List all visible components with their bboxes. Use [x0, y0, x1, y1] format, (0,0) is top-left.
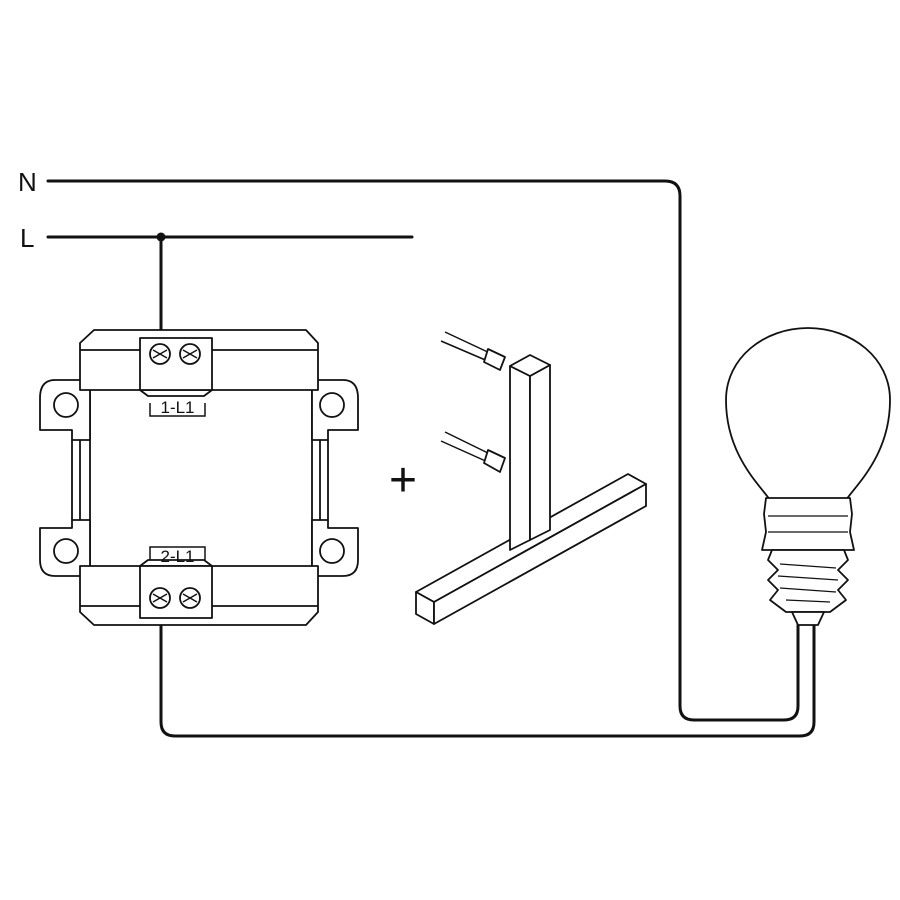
bulb-neck	[761, 497, 855, 551]
pin-top-sleeve	[483, 348, 506, 371]
junction-dot	[156, 232, 166, 242]
bulb-screw-base	[767, 549, 849, 613]
neutral-label: N	[18, 167, 37, 197]
terminal-label-1-l1: 1-L1	[160, 398, 194, 417]
right-mount-hole-bottom	[319, 538, 345, 564]
t-stem-front	[509, 365, 531, 551]
t-stem-top	[509, 354, 551, 377]
live-label: L	[20, 223, 34, 253]
terminal-label-2-l1: 2-L1	[160, 547, 194, 566]
switch-module	[39, 329, 359, 626]
pin-bottom	[444, 431, 493, 456]
switch-body	[89, 387, 313, 569]
bottom-screw-housing	[139, 565, 213, 619]
right-rail	[319, 440, 329, 520]
t-bar-side-face	[433, 483, 647, 625]
bulb-glass	[725, 327, 891, 501]
left-mount-hole-bottom	[53, 538, 79, 564]
right-mount-hole-top	[319, 392, 345, 418]
neutral-wire	[46, 179, 800, 722]
wires	[46, 179, 816, 738]
t-piece-accessory	[415, 331, 647, 625]
left-mount-hole-top	[53, 392, 79, 418]
bulb-contact	[791, 611, 825, 626]
switched-live-wire	[159, 595, 816, 738]
left-rail	[71, 440, 81, 520]
t-stem-side	[529, 364, 551, 541]
plus-sign: +	[389, 454, 417, 507]
pin-top	[444, 331, 493, 355]
pin-bottom-sleeve	[483, 449, 506, 473]
top-screw-housing	[139, 337, 213, 391]
light-bulb	[725, 327, 891, 626]
terminal-brackets	[149, 403, 206, 560]
